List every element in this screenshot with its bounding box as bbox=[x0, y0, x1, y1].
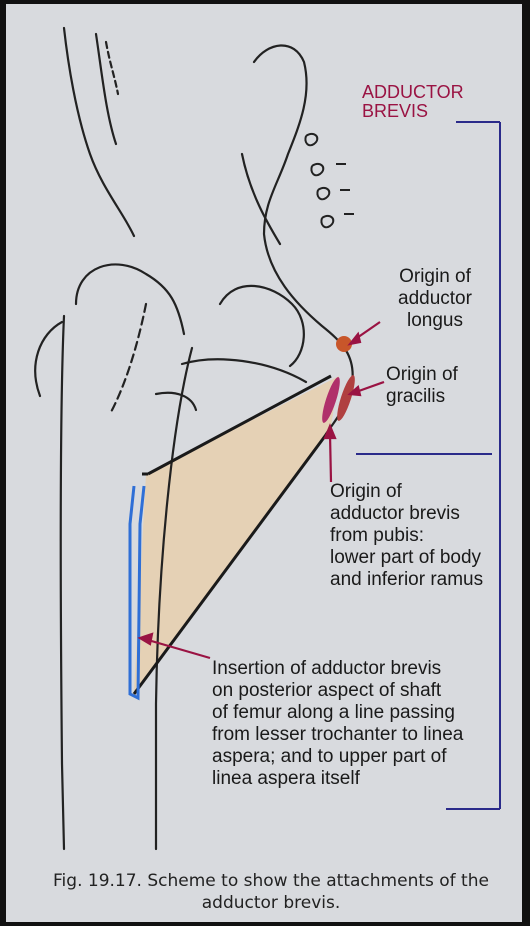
obturator-outline bbox=[220, 286, 304, 366]
ilium-inner bbox=[96, 34, 116, 144]
title-line: ADDUCTOR bbox=[362, 83, 502, 102]
lesser-trochanter bbox=[156, 393, 196, 410]
label-line: and inferior ramus bbox=[330, 569, 520, 591]
label-line: from lesser trochanter to linea bbox=[212, 724, 512, 746]
femur-shaft-left bbox=[61, 316, 64, 849]
caption-line: adductor brevis. bbox=[46, 892, 496, 914]
figure-sheet: ADDUCTOR BREVIS Origin of adductor longu… bbox=[6, 4, 522, 922]
figure-caption: Fig. 19.17. Scheme to show the attachmen… bbox=[46, 870, 496, 914]
label-line: on posterior aspect of shaft bbox=[212, 680, 512, 702]
label-line: Origin of bbox=[386, 364, 486, 386]
label-line: linea aspera itself bbox=[212, 768, 512, 790]
greater-trochanter bbox=[35, 322, 62, 396]
label-line: gracilis bbox=[386, 386, 486, 408]
femoral-head bbox=[76, 264, 184, 334]
sacrum-line bbox=[106, 42, 118, 94]
label-line: longus bbox=[380, 310, 490, 332]
label-line: adductor bbox=[380, 288, 490, 310]
pelvis-outline bbox=[254, 45, 353, 434]
label-origin-adductor-brevis: Origin of adductor brevis from pubis: lo… bbox=[330, 481, 520, 591]
title-line: BREVIS bbox=[362, 102, 502, 121]
label-line: Origin of bbox=[330, 481, 520, 503]
label-origin-gracilis: Origin of gracilis bbox=[386, 364, 486, 408]
label-line: from pubis: bbox=[330, 525, 520, 547]
pubic-body bbox=[242, 154, 280, 244]
label-origin-adductor-longus: Origin of adductor longus bbox=[380, 266, 490, 332]
caption-line: Fig. 19.17. Scheme to show the attachmen… bbox=[46, 870, 496, 892]
sacral-foramina bbox=[305, 134, 354, 227]
label-line: lower part of body bbox=[330, 547, 520, 569]
label-line: Origin of bbox=[380, 266, 490, 288]
label-line: Insertion of adductor brevis bbox=[212, 658, 512, 680]
diagram-title: ADDUCTOR BREVIS bbox=[362, 83, 502, 121]
intertrochanteric bbox=[110, 304, 146, 414]
label-line: aspera; and to upper part of bbox=[212, 746, 512, 768]
label-line: adductor brevis bbox=[330, 503, 520, 525]
label-insertion-adductor-brevis: Insertion of adductor brevis on posterio… bbox=[212, 658, 512, 790]
label-line: of femur along a line passing bbox=[212, 702, 512, 724]
pubic-ramus bbox=[182, 359, 306, 382]
